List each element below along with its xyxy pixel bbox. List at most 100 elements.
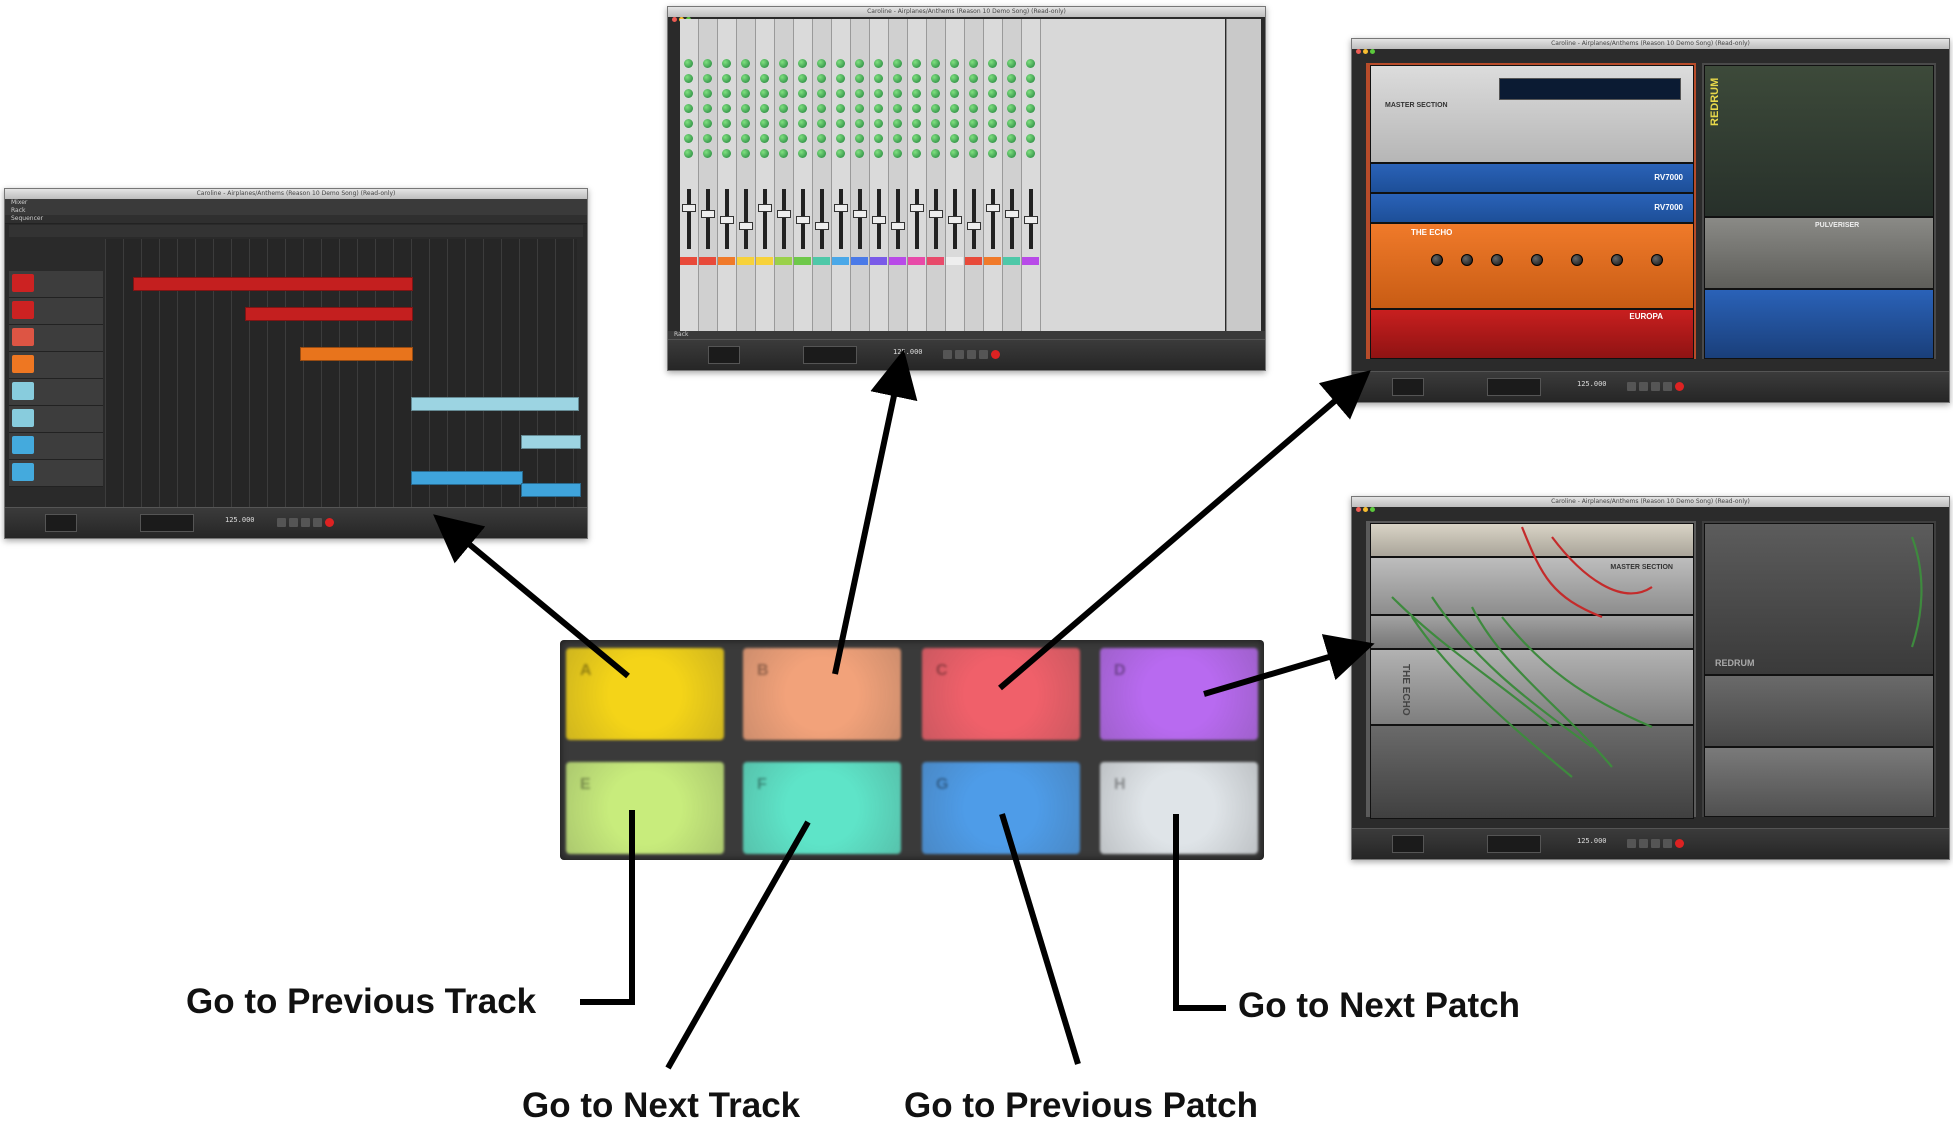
channel-knob[interactable]	[703, 89, 712, 98]
track-header[interactable]	[9, 379, 103, 406]
channel-knob[interactable]	[1007, 59, 1016, 68]
channel-knob[interactable]	[817, 149, 826, 158]
channel-knob[interactable]	[893, 149, 902, 158]
channel-knob[interactable]	[969, 104, 978, 113]
channel-knob[interactable]	[931, 74, 940, 83]
channel-knob[interactable]	[950, 149, 959, 158]
pad-d[interactable]: D	[1100, 648, 1258, 740]
knob[interactable]	[1651, 254, 1663, 266]
channel-knob[interactable]	[836, 149, 845, 158]
channel-knob[interactable]	[969, 119, 978, 128]
channel-fader[interactable]	[758, 204, 772, 212]
channel-knob[interactable]	[874, 104, 883, 113]
stop-button[interactable]	[1651, 839, 1660, 848]
channel-knob[interactable]	[893, 119, 902, 128]
stop-button[interactable]	[301, 518, 310, 527]
channel-knob[interactable]	[969, 59, 978, 68]
channel-knob[interactable]	[703, 119, 712, 128]
channel-knob[interactable]	[1007, 149, 1016, 158]
channel-knob[interactable]	[893, 74, 902, 83]
channel-knob[interactable]	[1026, 119, 1035, 128]
channel-knob[interactable]	[874, 119, 883, 128]
channel-knob[interactable]	[1026, 89, 1035, 98]
channel-knob[interactable]	[779, 119, 788, 128]
channel-knob[interactable]	[950, 134, 959, 143]
record-button[interactable]	[325, 518, 334, 527]
channel-knob[interactable]	[760, 89, 769, 98]
channel-fader[interactable]	[910, 204, 924, 212]
stop-button[interactable]	[967, 350, 976, 359]
channel-knob[interactable]	[722, 74, 731, 83]
channel-knob[interactable]	[1007, 89, 1016, 98]
channel-fader[interactable]	[815, 222, 829, 230]
channel-knob[interactable]	[817, 104, 826, 113]
channel-knob[interactable]	[855, 89, 864, 98]
channel-knob[interactable]	[874, 74, 883, 83]
play-button[interactable]	[979, 350, 988, 359]
channel-fader[interactable]	[891, 222, 905, 230]
knob[interactable]	[1571, 254, 1583, 266]
channel-knob[interactable]	[741, 74, 750, 83]
channel-knob[interactable]	[1026, 74, 1035, 83]
channel-knob[interactable]	[703, 59, 712, 68]
knob[interactable]	[1461, 254, 1473, 266]
knob[interactable]	[1611, 254, 1623, 266]
channel-knob[interactable]	[817, 59, 826, 68]
sequencer-clip[interactable]	[521, 483, 581, 497]
channel-knob[interactable]	[798, 149, 807, 158]
channel-knob[interactable]	[931, 119, 940, 128]
channel-knob[interactable]	[855, 119, 864, 128]
channel-knob[interactable]	[874, 149, 883, 158]
channel-knob[interactable]	[741, 89, 750, 98]
channel-fader[interactable]	[1024, 216, 1038, 224]
channel-fader[interactable]	[682, 204, 696, 212]
channel-knob[interactable]	[855, 59, 864, 68]
channel-knob[interactable]	[931, 104, 940, 113]
channel-knob[interactable]	[855, 104, 864, 113]
channel-knob[interactable]	[779, 74, 788, 83]
channel-knob[interactable]	[722, 104, 731, 113]
channel-knob[interactable]	[798, 74, 807, 83]
channel-knob[interactable]	[931, 149, 940, 158]
channel-knob[interactable]	[1007, 119, 1016, 128]
channel-knob[interactable]	[855, 149, 864, 158]
channel-fader[interactable]	[777, 210, 791, 218]
channel-knob[interactable]	[855, 74, 864, 83]
pad-f[interactable]: F	[743, 762, 901, 854]
channel-knob[interactable]	[798, 104, 807, 113]
rewind-button[interactable]	[1627, 382, 1636, 391]
channel-knob[interactable]	[950, 89, 959, 98]
channel-knob[interactable]	[893, 89, 902, 98]
channel-knob[interactable]	[950, 59, 959, 68]
channel-knob[interactable]	[779, 89, 788, 98]
channel-knob[interactable]	[741, 59, 750, 68]
channel-knob[interactable]	[836, 89, 845, 98]
channel-knob[interactable]	[779, 59, 788, 68]
play-button[interactable]	[1663, 839, 1672, 848]
channel-knob[interactable]	[1026, 134, 1035, 143]
record-button[interactable]	[991, 350, 1000, 359]
channel-knob[interactable]	[1007, 74, 1016, 83]
track-header[interactable]	[9, 460, 103, 487]
knob[interactable]	[1531, 254, 1543, 266]
channel-knob[interactable]	[722, 119, 731, 128]
track-header[interactable]	[9, 433, 103, 460]
channel-knob[interactable]	[798, 134, 807, 143]
sequencer-clip[interactable]	[411, 397, 579, 411]
channel-knob[interactable]	[684, 134, 693, 143]
channel-knob[interactable]	[988, 134, 997, 143]
channel-knob[interactable]	[779, 149, 788, 158]
channel-knob[interactable]	[722, 59, 731, 68]
knob[interactable]	[1491, 254, 1503, 266]
channel-knob[interactable]	[969, 74, 978, 83]
rewind-button[interactable]	[1627, 839, 1636, 848]
channel-knob[interactable]	[779, 134, 788, 143]
pad-g[interactable]: G	[922, 762, 1080, 854]
channel-knob[interactable]	[893, 134, 902, 143]
channel-knob[interactable]	[760, 119, 769, 128]
channel-knob[interactable]	[741, 119, 750, 128]
channel-fader[interactable]	[701, 210, 715, 218]
play-button[interactable]	[313, 518, 322, 527]
channel-knob[interactable]	[722, 149, 731, 158]
channel-knob[interactable]	[912, 119, 921, 128]
